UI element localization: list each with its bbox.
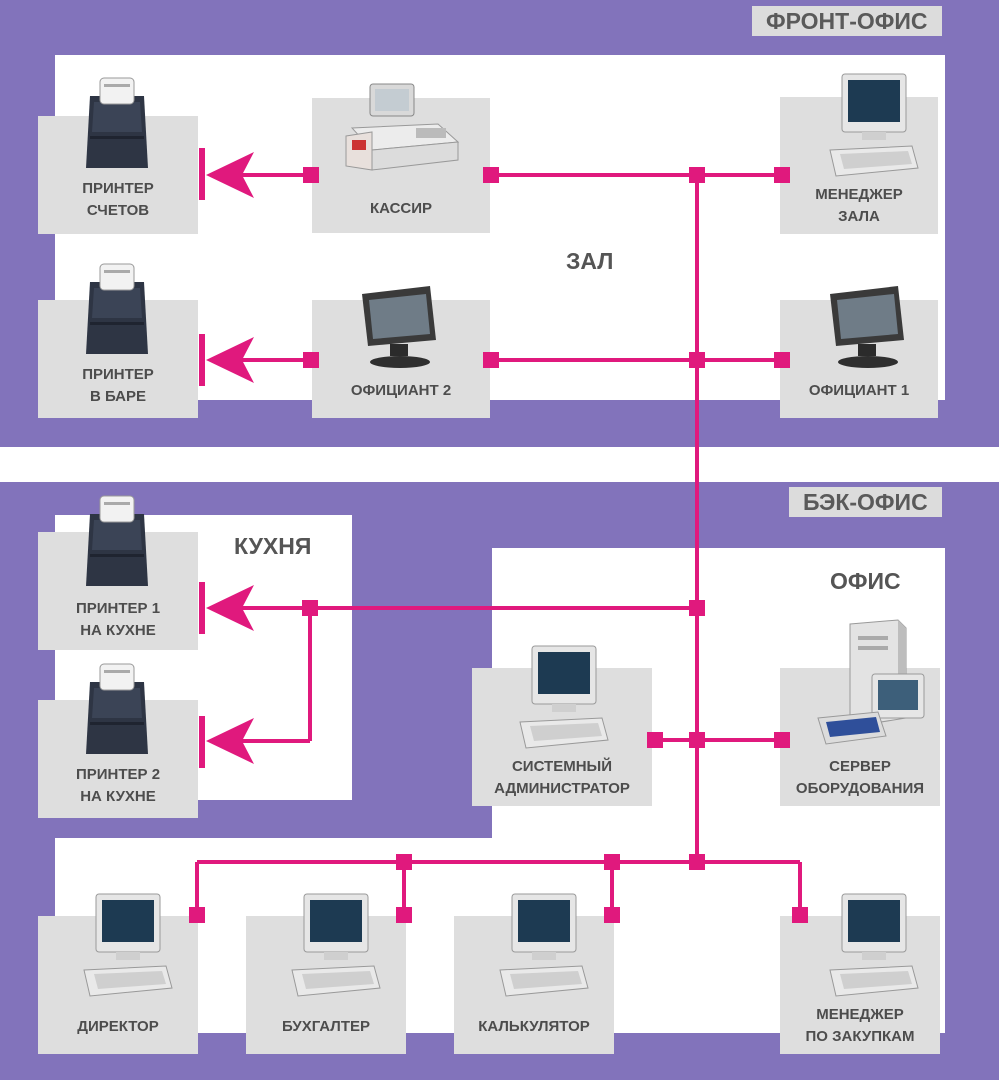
office-label: ОФИС [830,568,901,594]
back-office-title: БЭК-ОФИС [789,487,942,517]
cash-register-icon [345,83,460,171]
kitchen-label: КУХНЯ [234,533,312,559]
computer-icon [83,893,173,997]
printer-icon [86,663,148,754]
computer-icon [499,893,589,997]
front-office-title: ФРОНТ-ОФИС [752,6,942,36]
computer-icon [829,73,919,177]
computer-icon [519,645,609,749]
server-icon [817,619,925,745]
printer-icon [86,263,148,354]
printer-icon [86,77,148,168]
pos-terminal-icon [362,286,436,368]
printer-icon [86,495,148,586]
hall-label: ЗАЛ [566,248,614,274]
computer-icon [291,893,381,997]
pos-terminal-icon [830,286,904,368]
computer-icon [829,893,919,997]
